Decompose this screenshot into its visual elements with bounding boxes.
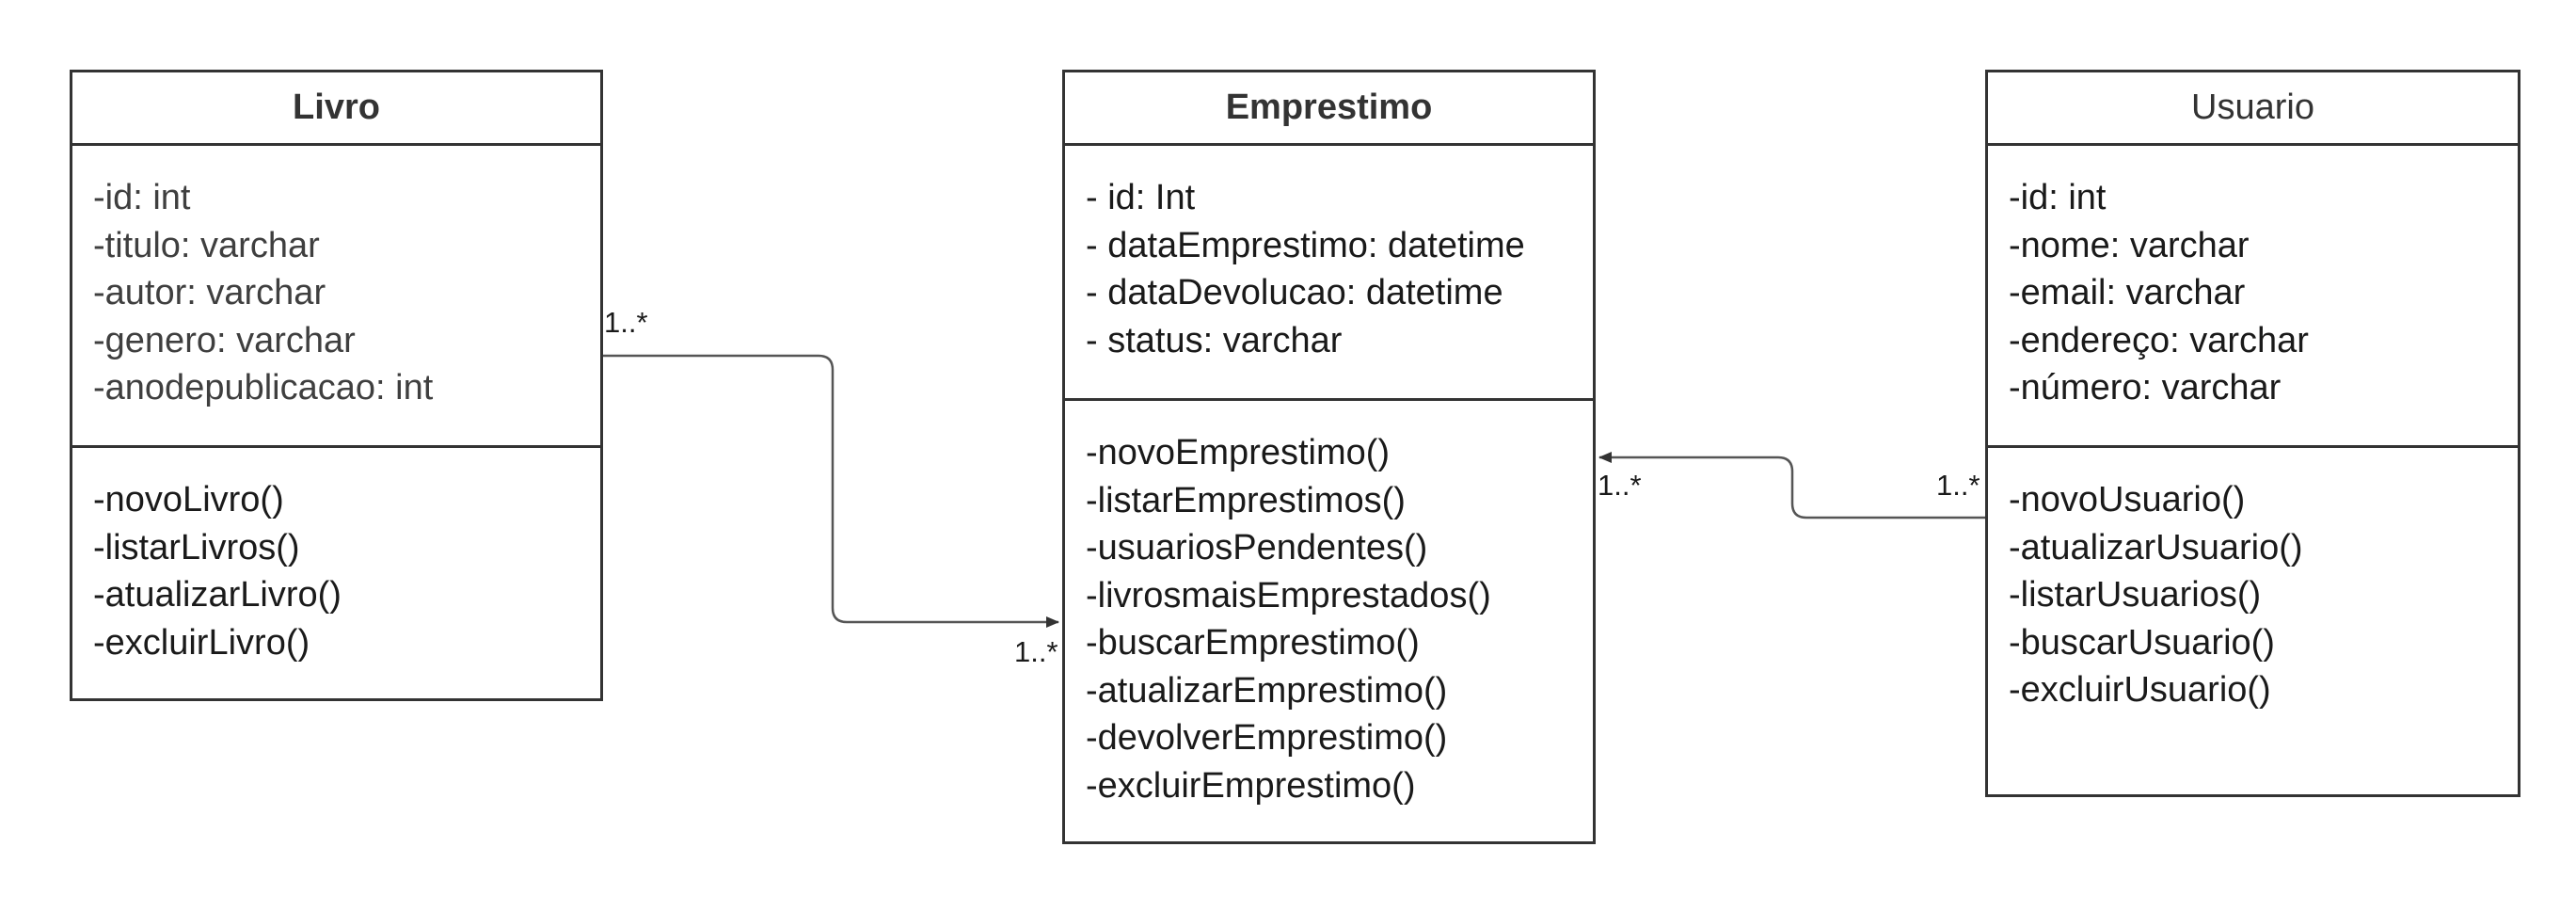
emprestimo-operation: -novoEmprestimo() xyxy=(1086,433,1391,472)
emprestimo-attribute: - dataDevolucao: datetime xyxy=(1086,273,1503,312)
usuario-attribute: -endereço: varchar xyxy=(2009,320,2309,360)
livro-attribute: -titulo: varchar xyxy=(93,225,320,265)
usuario-operation: -listarUsuarios() xyxy=(2009,575,2262,615)
usuario-operation: -atualizarUsuario() xyxy=(2009,527,2303,567)
emprestimo-class-name: Emprestimo xyxy=(1065,72,1593,146)
emprestimo-operation: -atualizarEmprestimo() xyxy=(1086,670,1448,711)
usuario-emprestimo-association-line xyxy=(1598,452,1985,519)
usuario-operation: -novoUsuario() xyxy=(2009,480,2246,519)
emprestimo-usuario-multiplicity-label: 1..* xyxy=(1598,469,1642,502)
usuario-attribute: -id: int xyxy=(2009,178,2107,217)
livro-attribute: -autor: varchar xyxy=(93,273,326,312)
emprestimo-attributes: - id: Int - dataEmprestimo: datetime - d… xyxy=(1065,146,1593,401)
emprestimo-operation: -buscarEmprestimo() xyxy=(1086,623,1420,663)
livro-operation: -excluirLivro() xyxy=(93,622,310,663)
livro-operations: -novoLivro() -listarLivros() -atualizarL… xyxy=(72,448,600,698)
livro-operation: -novoLivro() xyxy=(93,480,284,519)
emprestimo-class-box[interactable]: Emprestimo - id: Int - dataEmprestimo: d… xyxy=(1062,70,1596,844)
emprestimo-operation: -excluirEmprestimo() xyxy=(1086,765,1416,806)
usuario-operations: -novoUsuario() -atualizarUsuario() -list… xyxy=(1988,448,2518,794)
usuario-class-box[interactable]: Usuario -id: int -nome: varchar -email: … xyxy=(1985,70,2520,797)
emprestimo-operation: -livrosmaisEmprestados() xyxy=(1086,575,1491,615)
usuario-attribute: -número: varchar xyxy=(2009,368,2282,408)
livro-operation: -atualizarLivro() xyxy=(93,575,342,615)
usuario-operation: -excluirUsuario() xyxy=(2009,670,2271,710)
usuario-operation: -buscarUsuario() xyxy=(2009,622,2275,663)
usuario-multiplicity-label: 1..* xyxy=(1936,469,1980,502)
emprestimo-operation: -listarEmprestimos() xyxy=(1086,480,1406,520)
usuario-attribute: -email: varchar xyxy=(2009,273,2246,312)
emprestimo-operation: -devolverEmprestimo() xyxy=(1086,718,1448,758)
emprestimo-livro-multiplicity-label: 1..* xyxy=(1014,635,1058,668)
livro-operation: -listarLivros() xyxy=(93,527,300,567)
usuario-class-name: Usuario xyxy=(1988,72,2518,146)
emprestimo-attribute: - status: varchar xyxy=(1086,320,1343,360)
livro-attribute: -id: int xyxy=(93,178,191,217)
emprestimo-operation: -usuariosPendentes() xyxy=(1086,528,1428,567)
usuario-attribute: -nome: varchar xyxy=(2009,225,2250,265)
livro-attribute: -anodepublicacao: int xyxy=(93,368,434,408)
livro-attribute: -genero: varchar xyxy=(93,320,356,360)
emprestimo-attribute: - dataEmprestimo: datetime xyxy=(1086,225,1525,265)
livro-class-name: Livro xyxy=(72,72,600,146)
livro-multiplicity-label: 1..* xyxy=(604,306,648,339)
usuario-attributes: -id: int -nome: varchar -email: varchar … xyxy=(1988,146,2518,448)
emprestimo-attribute: - id: Int xyxy=(1086,178,1196,217)
emprestimo-operations: -novoEmprestimo() -listarEmprestimos() -… xyxy=(1065,401,1593,841)
livro-emprestimo-association-line xyxy=(603,354,1059,628)
livro-class-box[interactable]: Livro -id: int -titulo: varchar -autor: … xyxy=(70,70,603,701)
livro-attributes: -id: int -titulo: varchar -autor: varcha… xyxy=(72,146,600,448)
